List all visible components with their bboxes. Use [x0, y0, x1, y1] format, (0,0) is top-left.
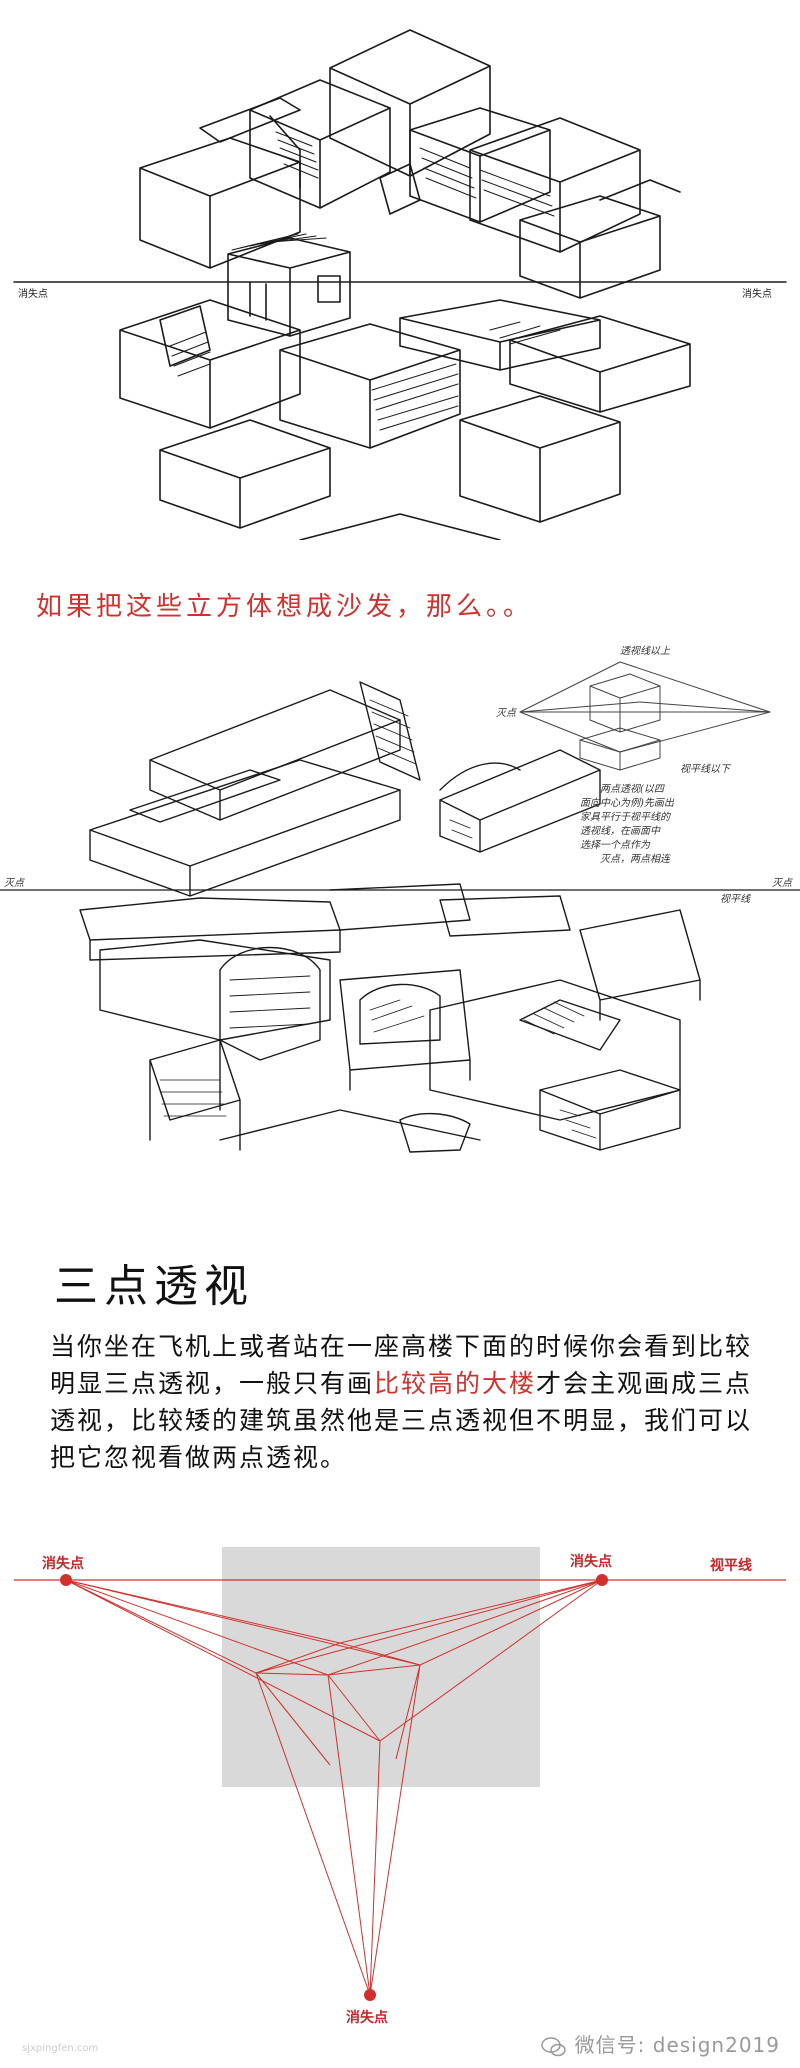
horizon-label: 视平线	[720, 893, 751, 905]
wechat-icon	[541, 2036, 567, 2056]
note-above-horizon: 透视线以上	[620, 645, 671, 657]
right-vp-label: 灭点	[772, 877, 793, 889]
red-caption: 如果把这些立方体想成沙发，那么。。	[36, 592, 534, 622]
left-vanishing-point	[60, 1574, 72, 1586]
wechat-watermark: 微信号: design2019	[541, 2029, 780, 2058]
paragraph-part-1: 当你坐在飞机上或者站在一座高楼下面的时候你会看到比较明显三点透视，一般只有画	[50, 1332, 753, 1398]
sofa-perspective-sketch: 透视线以上 灭点 视平线以下 两点透视(以四 面向中心为例)先画出 家具平行于视…	[0, 640, 800, 1160]
cube-perspective-sketch: 消失点 消失点	[0, 0, 800, 540]
left-vp-text: 消失点	[42, 1555, 84, 1572]
note-left-vp: 灭点	[496, 707, 517, 719]
watermark-text: 微信号: design2019	[574, 2033, 780, 2057]
left-vp-label: 灭点	[4, 877, 25, 889]
bottom-vp-text: 消失点	[346, 2009, 388, 2026]
right-vanishing-point-label: 消失点	[742, 287, 772, 300]
section-paragraph: 当你坐在飞机上或者站在一座高楼下面的时候你会看到比较明显三点透视，一般只有画比较…	[50, 1328, 760, 1476]
paragraph-highlight: 比较高的大楼	[374, 1369, 537, 1398]
note-below-horizon: 视平线以下	[680, 763, 732, 775]
bottom-vanishing-point	[364, 1989, 376, 2001]
note-line-5: 选择一个点作为	[580, 839, 651, 851]
note-line-4: 透视线，在画面中	[580, 825, 661, 837]
horizon-text: 视平线	[710, 1557, 752, 1574]
three-point-perspective-diagram: 消失点 消失点 视平线 消失点	[0, 1515, 800, 2035]
paragraph-part-2: 才会主观画成三点透视，比较矮的建筑虽然他是三点透视但不明显，我们可以把它忽视看做…	[50, 1369, 753, 1472]
note-line-3: 家具平行于视平线的	[580, 811, 671, 823]
section-title: 三点透视	[54, 1261, 254, 1312]
note-line-1: 两点透视(以四	[600, 783, 665, 795]
right-vp-text: 消失点	[570, 1553, 612, 1570]
note-line-6: 灭点，两点相连	[600, 853, 672, 865]
faint-url: sjxpingfen.com	[22, 2043, 99, 2054]
note-line-2: 面向中心为例)先画出	[580, 797, 675, 809]
left-vanishing-point-label: 消失点	[18, 287, 48, 300]
right-vanishing-point	[596, 1574, 608, 1586]
picture-plane-box	[222, 1547, 540, 1787]
